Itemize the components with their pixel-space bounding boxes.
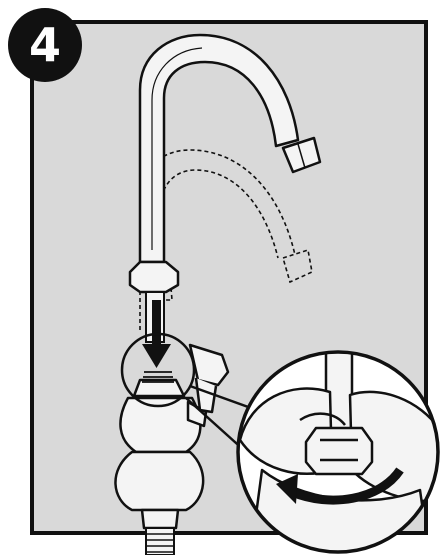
- gooseneck-spout: [140, 35, 298, 262]
- step-number-badge: 4: [8, 8, 82, 82]
- spout-base-nut: [130, 262, 178, 292]
- inset-coupling-nut: [306, 428, 372, 474]
- flexible-hose: [146, 528, 174, 555]
- valve-handle: [190, 345, 228, 412]
- ghost-spout-outline: [140, 150, 312, 330]
